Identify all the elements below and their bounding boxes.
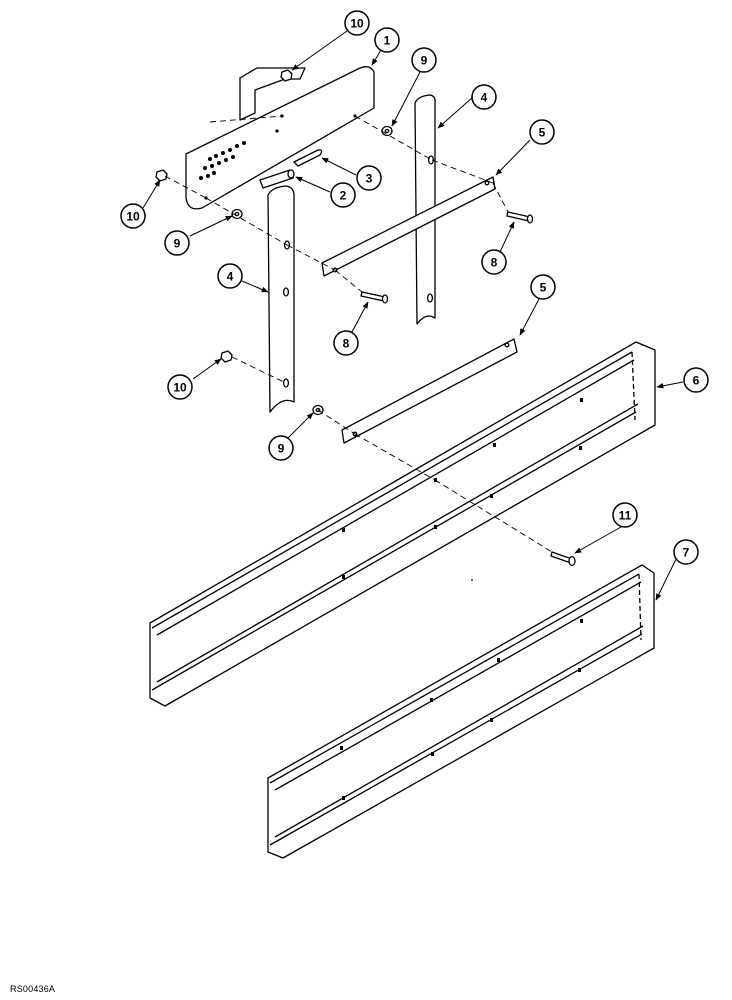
callout-10-lower: 10 bbox=[167, 374, 193, 400]
svg-text:9: 9 bbox=[278, 442, 285, 456]
svg-text:10: 10 bbox=[173, 381, 187, 395]
svg-text:9: 9 bbox=[421, 54, 428, 68]
clip-part bbox=[293, 149, 323, 167]
callout-9-lower: 9 bbox=[268, 435, 294, 461]
callout-balloons: 10 1 9 4 5 3 2 10 9 8 4 5 8 10 6 9 11 7 bbox=[120, 10, 709, 565]
svg-text:2: 2 bbox=[340, 189, 347, 203]
svg-text:1: 1 bbox=[384, 34, 391, 48]
callout-8-upper: 8 bbox=[481, 249, 507, 275]
callout-10-top: 10 bbox=[344, 10, 370, 36]
svg-text:4: 4 bbox=[227, 270, 234, 284]
upright-front-part bbox=[267, 185, 295, 413]
svg-text:6: 6 bbox=[693, 374, 700, 388]
svg-text:7: 7 bbox=[683, 546, 690, 560]
svg-text:8: 8 bbox=[343, 337, 350, 351]
callout-11: 11 bbox=[612, 502, 638, 528]
callout-4-rear: 4 bbox=[471, 84, 497, 110]
drawing-reference-number: RS00436A bbox=[10, 984, 56, 994]
svg-text:3: 3 bbox=[366, 172, 373, 186]
assembly-lines bbox=[164, 115, 553, 553]
shield-upper-part bbox=[149, 341, 656, 707]
callout-4-front: 4 bbox=[217, 263, 243, 289]
callout-2: 2 bbox=[330, 182, 356, 208]
speck-mark bbox=[471, 579, 473, 581]
shield-lower-part bbox=[267, 564, 655, 859]
svg-text:9: 9 bbox=[174, 237, 181, 251]
callout-7: 7 bbox=[673, 539, 699, 565]
callout-8-lower: 8 bbox=[333, 330, 359, 356]
upright-rear-part bbox=[414, 94, 436, 325]
callout-5-upper: 5 bbox=[529, 119, 555, 145]
bolt-shield-part bbox=[550, 551, 576, 567]
svg-text:4: 4 bbox=[481, 91, 488, 105]
bolt-lower-part bbox=[360, 291, 389, 304]
callout-6: 6 bbox=[683, 367, 709, 393]
svg-text:5: 5 bbox=[539, 126, 546, 140]
callout-3: 3 bbox=[356, 165, 382, 191]
callout-10-left: 10 bbox=[120, 203, 146, 229]
svg-text:10: 10 bbox=[126, 210, 140, 224]
callout-1: 1 bbox=[374, 27, 400, 53]
callout-leaders bbox=[142, 30, 684, 601]
svg-text:10: 10 bbox=[350, 17, 364, 31]
pin-part bbox=[259, 169, 295, 189]
callout-5-lower: 5 bbox=[530, 274, 556, 300]
callout-9-top: 9 bbox=[411, 47, 437, 73]
svg-text:8: 8 bbox=[491, 256, 498, 270]
callout-9-left: 9 bbox=[164, 230, 190, 256]
svg-text:5: 5 bbox=[540, 281, 547, 295]
svg-text:11: 11 bbox=[619, 509, 632, 523]
mounting-plate-part bbox=[185, 66, 375, 210]
nut-part bbox=[155, 69, 293, 363]
bolt-upper-part bbox=[506, 211, 534, 224]
